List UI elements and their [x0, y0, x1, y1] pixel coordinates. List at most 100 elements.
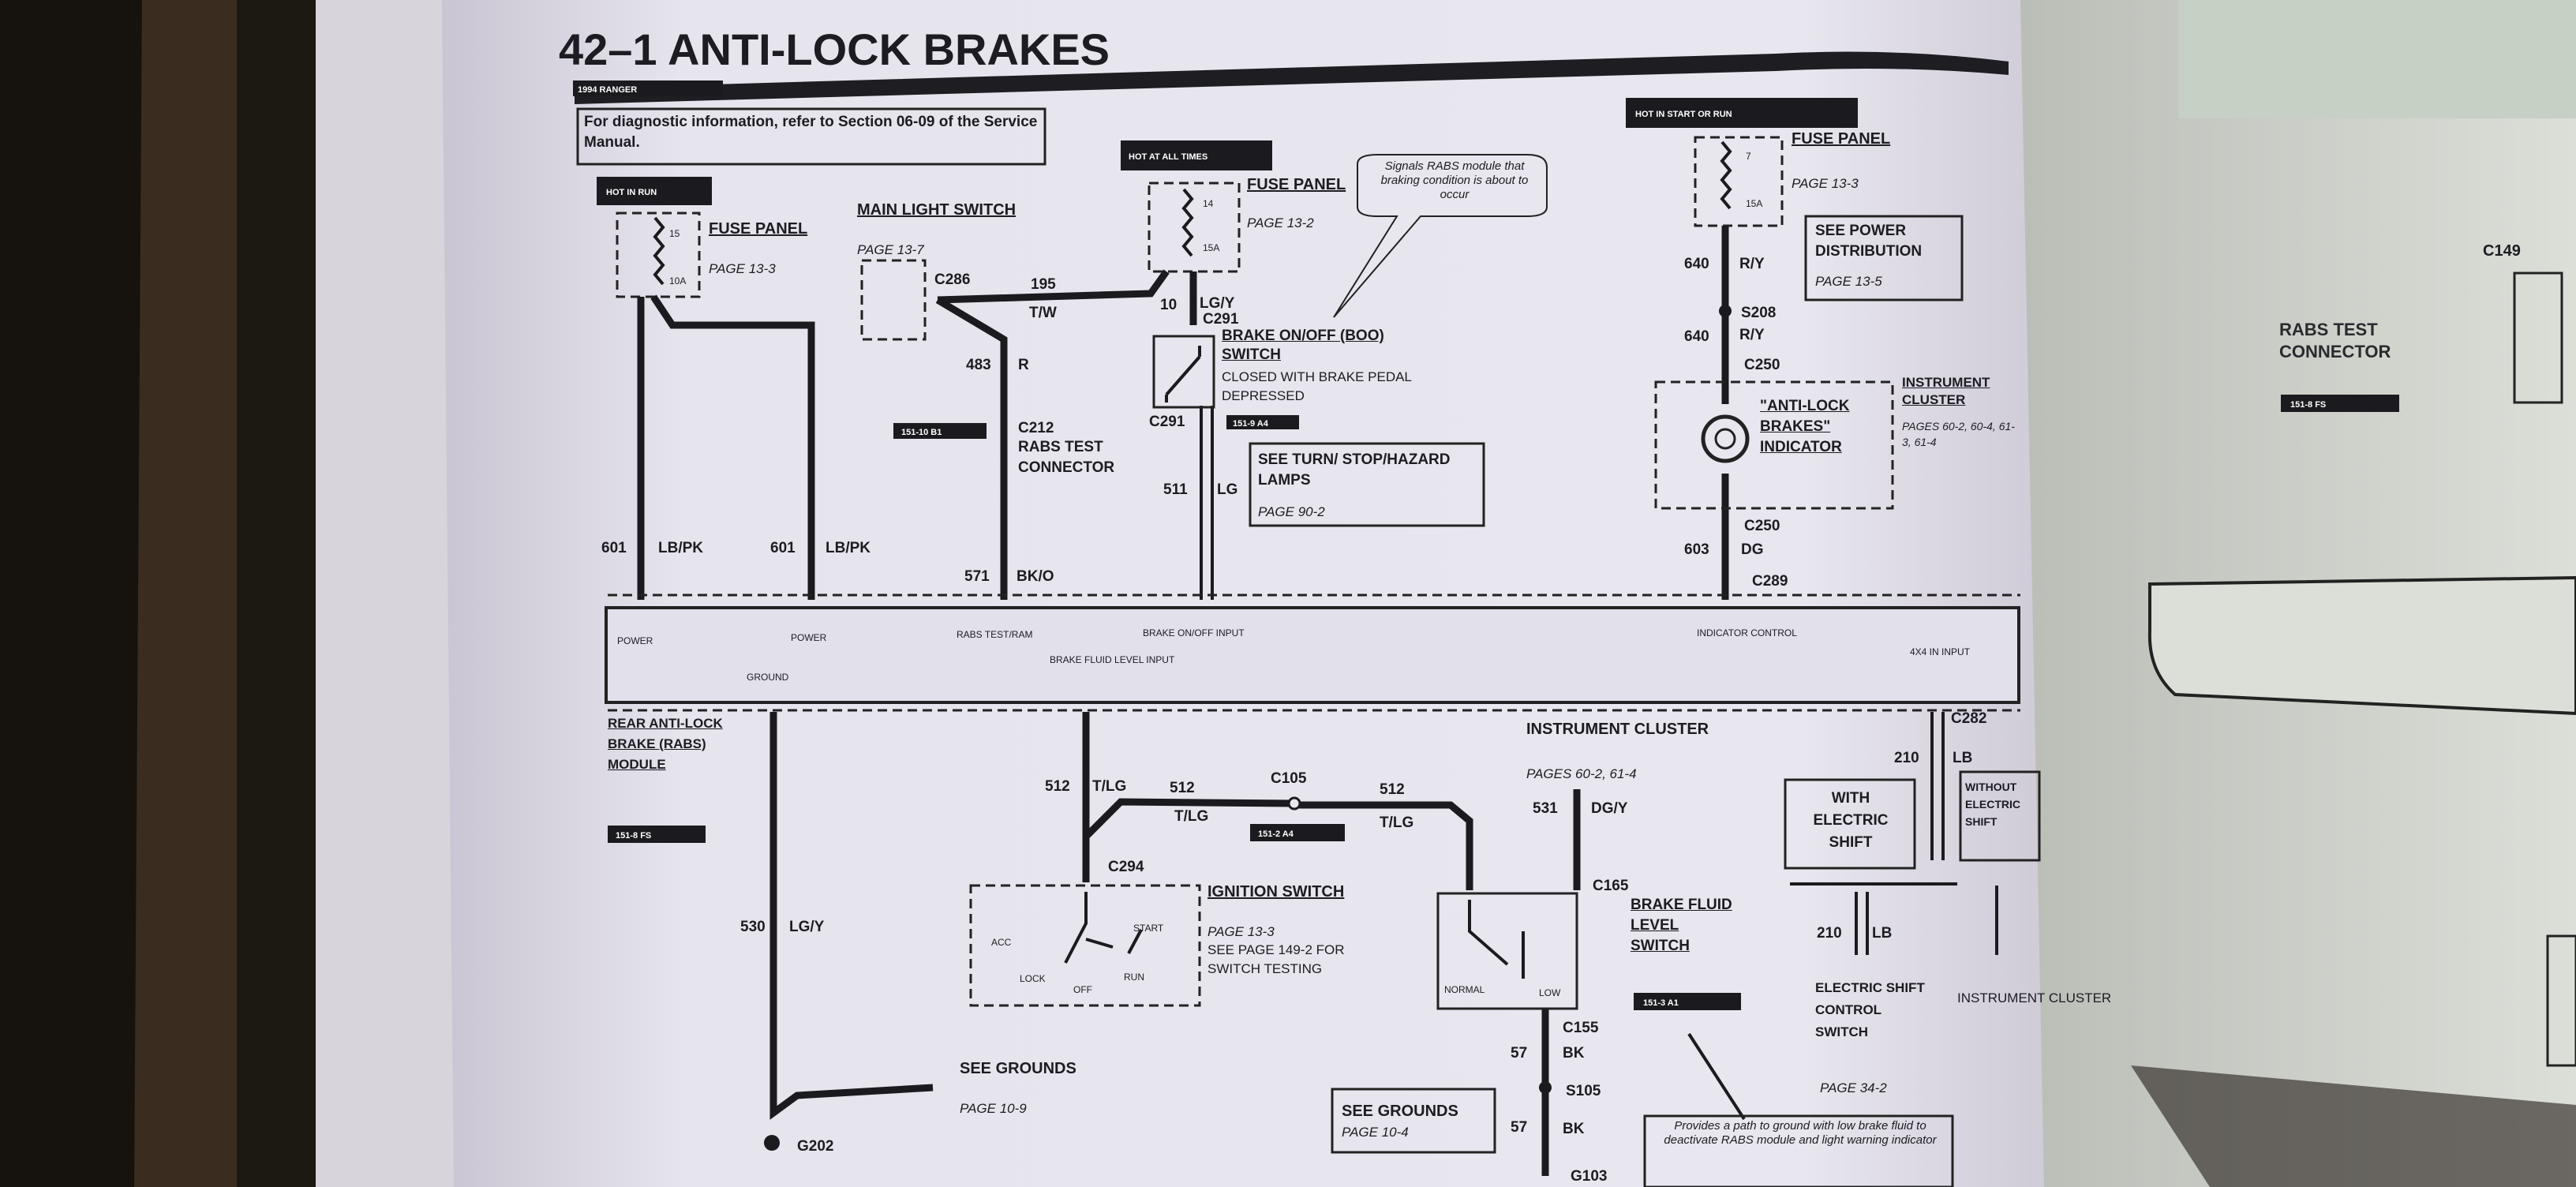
wire-512a-number: 512 [1045, 778, 1070, 795]
wire-195 [937, 269, 1170, 304]
wire-640a-color: R/Y [1739, 256, 1765, 272]
fuse-right-amp: 15A [1746, 198, 1762, 209]
model-tag [573, 81, 723, 96]
brake-switch-desc: CLOSED WITH BRAKE PEDAL DEPRESSED [1222, 369, 1411, 403]
tag-151-10-b1 [893, 423, 987, 439]
wire-210-electric [1855, 892, 1869, 955]
splice-s105-dot [1539, 1081, 1552, 1094]
wire-530-color: LG/Y [789, 919, 825, 935]
ignition-switch-page: PAGE 13-3 [1208, 924, 1275, 939]
wire-601b-color: LB/PK [826, 540, 871, 556]
wire-601a-number: 601 [601, 540, 627, 556]
with-electric-shift: WITH ELECTRIC SHIFT [1814, 790, 1889, 851]
see-turn-page: PAGE 90-2 [1258, 504, 1325, 519]
rabs-module-label: REAR ANTI-LOCK BRAKE (RABS) MODULE [608, 716, 723, 772]
wire-57b-number: 57 [1511, 1119, 1527, 1136]
ignition-switch [969, 884, 1201, 1007]
see-grounds-a: SEE GROUNDS [960, 1060, 1076, 1077]
fuse-mid-number: 14 [1203, 198, 1214, 209]
wire-512c-number: 512 [1380, 781, 1405, 798]
fuse-mid-icon [1181, 188, 1194, 257]
splice-s208: S208 [1741, 305, 1776, 321]
connector-c294: C294 [1108, 859, 1144, 875]
module-pin-ground: GROUND [747, 672, 789, 683]
module-tag-text: 151-8 FS [616, 831, 651, 841]
see-grounds-a-page: PAGE 10-9 [960, 1101, 1027, 1116]
see-grounds-b-box [1331, 1088, 1496, 1154]
bf-pos-low: LOW [1539, 987, 1561, 998]
ground-g202: G202 [797, 1138, 833, 1155]
service-note: For diagnostic information, refer to Sec… [584, 114, 1037, 151]
ign-pos-acc: ACC [991, 937, 1012, 948]
tag-151-10-b1-text: 151-10 B1 [901, 428, 942, 437]
right-page-tag-text: 151-8 FS [2290, 400, 2326, 410]
wire-571-number: 571 [964, 568, 990, 585]
wire-530 [769, 712, 934, 1120]
bottom-instrument-pages: PAGES 60-2, 61-4 [1526, 766, 1637, 781]
electric-shift-switch: ELECTRIC SHIFT CONTROL SWITCH [1815, 980, 1925, 1039]
wire-210b-color: LB [1872, 925, 1892, 942]
see-turn: SEE TURN/ STOP/HAZARD LAMPS [1258, 451, 1451, 489]
fuse-mid-amp: 15A [1203, 242, 1219, 253]
main-page [442, 0, 2044, 1187]
brake-fluid-contact-icon [1468, 900, 1525, 979]
fuse-panel-mid-page: PAGE 13-2 [1247, 215, 1314, 230]
with-electric-shift-box [1784, 778, 1916, 870]
splice-s105: S105 [1566, 1083, 1601, 1099]
ground-g202-icon [764, 1135, 780, 1151]
instrument-cluster-top-pages: PAGES 60-2, 60-4, 61-3, 61-4 [1902, 420, 2015, 448]
connector-c212: C212 [1018, 420, 1054, 436]
wire-210a-color: LB [1953, 750, 1972, 766]
right-page-bottom-box [2546, 934, 2576, 1067]
module-pin-4x4: 4X4 IN INPUT [1910, 646, 1971, 657]
connector-c289: C289 [1752, 573, 1788, 590]
right-page-connector-box [2513, 271, 2563, 404]
see-grounds-b: SEE GROUNDS [1342, 1103, 1458, 1120]
abs-indicator-inner-icon [1714, 428, 1736, 450]
fuse-right-icon [1720, 140, 1732, 210]
module-pin-brake-input: BRAKE ON/OFF INPUT [1143, 627, 1245, 638]
wire-483-number: 483 [966, 357, 991, 373]
tag-151-3-a1-text: 151-3 A1 [1643, 998, 1679, 1008]
connector-c250b: C250 [1744, 518, 1780, 534]
provides-note-pointer [1687, 1032, 1746, 1121]
wire-512a-color: T/LG [1092, 778, 1126, 795]
brake-on-off-switch [1152, 335, 1215, 409]
fuse-left-number: 15 [669, 228, 680, 239]
fuse-panel-right [1694, 136, 1784, 227]
wire-511-number: 511 [1163, 481, 1188, 498]
module-pin-brake-fluid: BRAKE FLUID LEVEL INPUT [1050, 654, 1175, 665]
connector-c105-icon [1287, 796, 1301, 811]
ground-g103: G103 [1571, 1168, 1607, 1185]
connector-c250a: C250 [1744, 357, 1780, 373]
ignition-contact-icon [1064, 892, 1143, 964]
title-rule [575, 51, 2009, 104]
hot-in-run-text: HOT IN RUN [606, 188, 657, 197]
service-note-box [576, 107, 1046, 166]
wire-601a-color: LB/PK [658, 540, 703, 556]
wire-531-number: 531 [1533, 800, 1558, 817]
fuse-left-icon [653, 216, 665, 286]
connector-c291a: C291 [1203, 311, 1239, 328]
wire-57a-number: 57 [1511, 1045, 1527, 1062]
wire-512-right [1299, 801, 1473, 890]
brake-switch-contact-icon [1165, 346, 1201, 403]
wire-603-number: 603 [1684, 541, 1709, 558]
ign-pos-off: OFF [1073, 984, 1092, 995]
main-light-switch-label: MAIN LIGHT SWITCH [857, 201, 1016, 219]
bottom-instrument-cluster: INSTRUMENT CLUSTER [1526, 721, 1709, 738]
main-light-switch-page: PAGE 13-7 [857, 242, 924, 257]
module-pin-indicator: INDICATOR CONTROL [1697, 627, 1797, 638]
fuse-panel-left-label: FUSE PANEL [709, 220, 807, 238]
fuse-panel-left-page: PAGE 13-3 [709, 261, 776, 276]
main-light-switch [860, 259, 927, 341]
module-tag [608, 826, 706, 843]
fuse-panel-left [616, 212, 701, 298]
ign-pos-start: START [1133, 923, 1164, 934]
wire-210-top [1930, 712, 1945, 860]
ignition-switch-label: IGNITION SWITCH [1208, 883, 1344, 901]
module-pin-power-2: POWER [791, 632, 827, 643]
tag-151-9-a4-text: 151-9 A4 [1233, 419, 1269, 429]
see-turn-box [1249, 442, 1485, 527]
wire-210a-number: 210 [1894, 750, 1919, 766]
